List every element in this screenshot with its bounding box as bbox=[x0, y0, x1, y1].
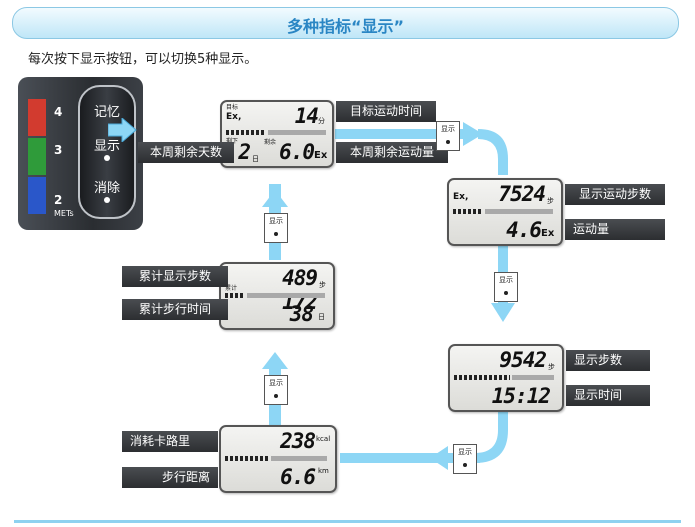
callout-target-time: 目标运动时间 bbox=[336, 101, 436, 122]
lcd-steps-time: 15:12 bbox=[491, 384, 551, 408]
display-button-step-3: 显示 bbox=[453, 444, 477, 474]
lcd-target-ex-value: 6.0 bbox=[279, 140, 315, 164]
lcd-target-remaining-days-label: 剩下 bbox=[226, 139, 238, 145]
lcd-cumulative-progress bbox=[225, 293, 245, 298]
device-button-column: 记忆 显示 消除 bbox=[78, 85, 136, 219]
lcd-cumulative: 489 172 步 累计 38 日 bbox=[219, 262, 335, 330]
title-banner: 多种指标“显示” bbox=[12, 7, 679, 39]
lcd-exercise-progress-rest bbox=[485, 209, 553, 214]
lcd-exercise-steps-unit: 步 bbox=[547, 197, 554, 205]
lcd-cumulative-progress-rest bbox=[247, 293, 325, 298]
lcd-cumulative-days-unit: 日 bbox=[318, 313, 325, 321]
display-button-step-3-label: 显示 bbox=[458, 448, 472, 456]
lcd-cumulative-label: 累计 bbox=[225, 285, 238, 292]
display-button-step-1-label: 显示 bbox=[441, 125, 455, 133]
lcd-calorie-progress bbox=[225, 456, 269, 461]
callout-cumulative-days: 累计步行时间 bbox=[122, 299, 228, 320]
mets-bar-green bbox=[28, 138, 46, 175]
arrow-cumulative-target-head bbox=[262, 190, 288, 207]
arrow-calorie-cumulative-head bbox=[262, 352, 288, 369]
mets-level-3: 3 bbox=[54, 143, 63, 157]
intro-text: 每次按下显示按钮，可以切换5种显示。 bbox=[28, 52, 258, 67]
lcd-target-days: 2 bbox=[238, 140, 251, 164]
clear-button-dot bbox=[104, 197, 110, 203]
lcd-target-days-unit: 日 bbox=[252, 155, 259, 163]
display-button-step-4-dot bbox=[274, 394, 278, 398]
callout-remaining-ex: 本周剩余运动量 bbox=[336, 142, 448, 163]
callout-steps: 显示步数 bbox=[566, 350, 650, 371]
lcd-exercise-ex: Ex, bbox=[453, 192, 469, 202]
display-button-step-5-dot bbox=[274, 232, 278, 236]
callout-calorie: 消耗卡路里 bbox=[122, 431, 218, 452]
lcd-calorie-km: 6.6 bbox=[280, 465, 316, 489]
lcd-steps: 9542 步 15:12 bbox=[448, 344, 564, 412]
mets-level-2: 2 bbox=[54, 193, 63, 207]
arrow-right-curve-top bbox=[478, 129, 508, 175]
display-button-dot bbox=[104, 155, 110, 161]
lcd-exercise-progress bbox=[453, 209, 483, 214]
callout-exercise-amount: 运动量 bbox=[565, 219, 665, 240]
callout-distance: 步行距离 bbox=[122, 467, 218, 488]
lcd-exercise-ex-unit: Ex bbox=[541, 228, 555, 239]
lcd-target-label: 目标 bbox=[226, 104, 239, 111]
pedometer-device: 4 3 2 METs 记忆 显示 消除 bbox=[18, 77, 143, 230]
lcd-calorie-kcal-unit: kcal bbox=[316, 435, 331, 443]
display-button-step-2-label: 显示 bbox=[499, 276, 513, 284]
lcd-target: 目标 Ex, 14 分 剩下 2 日 剩余 6.0 Ex bbox=[220, 100, 334, 168]
mets-unit: METs bbox=[54, 209, 74, 218]
device-pointer-arrow bbox=[108, 118, 137, 142]
lcd-target-remaining-label: 剩余 bbox=[264, 139, 277, 146]
arrow-target-exercise bbox=[335, 129, 470, 139]
lcd-target-minutes-unit: 分 bbox=[318, 117, 325, 125]
display-button-step-5-label: 显示 bbox=[269, 217, 283, 225]
display-button-step-5: 显示 bbox=[264, 213, 288, 243]
lcd-exercise-steps: 7524 bbox=[498, 182, 546, 206]
callout-cumulative-steps: 累计显示步数 bbox=[122, 266, 228, 287]
arrow-steps-calorie bbox=[340, 453, 480, 463]
display-button[interactable]: 显示 bbox=[93, 139, 120, 154]
arrow-exercise-steps-head bbox=[491, 303, 515, 322]
lcd-calorie-km-unit: km bbox=[318, 467, 329, 475]
display-button-step-2: 显示 bbox=[494, 272, 518, 302]
lcd-target-progress bbox=[226, 130, 266, 135]
lcd-steps-progress-rest bbox=[512, 375, 554, 380]
mets-level-4: 4 bbox=[54, 105, 63, 119]
lcd-steps-progress bbox=[454, 375, 510, 380]
bottom-divider bbox=[14, 520, 681, 523]
arrow-target-exercise-head bbox=[463, 122, 483, 146]
callout-remaining-days: 本周剩余天数 bbox=[138, 142, 234, 163]
lcd-cumulative-steps-unit: 步 bbox=[319, 281, 326, 289]
lcd-steps-unit: 步 bbox=[548, 363, 555, 371]
display-button-step-1: 显示 bbox=[436, 121, 460, 151]
page-title: 多种指标“显示” bbox=[286, 17, 405, 36]
lcd-calorie-progress-rest bbox=[271, 456, 327, 461]
memory-button[interactable]: 记忆 bbox=[93, 105, 120, 120]
display-button-step-4: 显示 bbox=[264, 375, 288, 405]
arrow-right-curve-bottom bbox=[475, 410, 508, 463]
lcd-target-ex: Ex, bbox=[226, 112, 242, 122]
lcd-exercise: Ex, 7524 步 4.6 Ex bbox=[447, 178, 563, 246]
lcd-cumulative-days: 38 bbox=[289, 302, 314, 326]
callout-exercise-steps: 显示运动步数 bbox=[565, 184, 665, 205]
clear-button[interactable]: 消除 bbox=[93, 181, 120, 196]
lcd-target-minutes: 14 bbox=[294, 104, 319, 128]
display-button-step-4-label: 显示 bbox=[269, 379, 283, 387]
mets-bar-blue bbox=[28, 177, 46, 214]
lcd-steps-count: 9542 bbox=[499, 348, 547, 372]
lcd-calorie: 238 kcal 6.6 km bbox=[219, 425, 337, 493]
display-button-step-1-dot bbox=[446, 140, 450, 144]
lcd-calorie-kcal: 238 bbox=[280, 429, 316, 453]
lcd-target-progress-rest bbox=[268, 130, 326, 135]
lcd-target-ex-unit: Ex bbox=[314, 150, 328, 161]
callout-time: 显示时间 bbox=[566, 385, 650, 406]
mets-bar-red bbox=[28, 99, 46, 136]
display-button-step-3-dot bbox=[463, 463, 467, 467]
display-button-step-2-dot bbox=[504, 291, 508, 295]
arrow-steps-calorie-head bbox=[430, 446, 448, 470]
lcd-exercise-ex-value: 4.6 bbox=[506, 218, 542, 242]
